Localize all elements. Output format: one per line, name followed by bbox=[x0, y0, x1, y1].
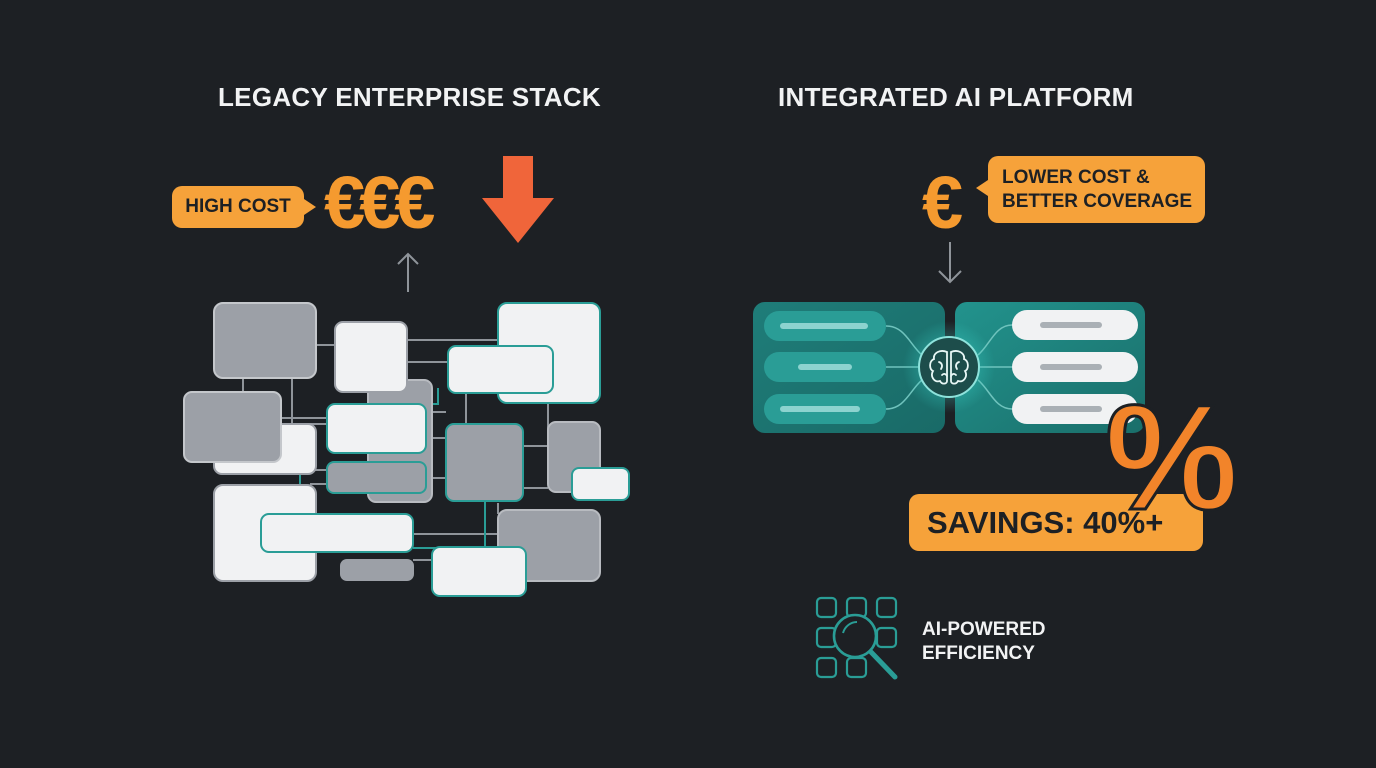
savings-badge: SAVINGS: 40%+ bbox=[909, 494, 1203, 551]
magnifier-grid-icon bbox=[815, 596, 898, 680]
legacy-system-boxes bbox=[183, 302, 630, 597]
ai-output-panel bbox=[955, 302, 1145, 433]
ai-efficiency-line-2: EFFICIENCY bbox=[922, 643, 1035, 664]
lower-cost-tag: LOWER COST & BETTER COVERAGE bbox=[976, 156, 1205, 223]
arrow-up-icon bbox=[397, 252, 419, 292]
ai-platform-title: INTEGRATED AI PLATFORM bbox=[778, 82, 1134, 112]
lower-cost-line-1: LOWER COST & bbox=[1002, 167, 1150, 188]
brain-icon bbox=[903, 321, 995, 413]
low-cost-euro-symbol: € bbox=[922, 161, 964, 244]
percent-symbol: % bbox=[1103, 373, 1239, 541]
arrow-down-icon bbox=[938, 242, 962, 284]
ai-efficiency-label: AI-POWERED EFFICIENCY bbox=[922, 618, 1046, 666]
legacy-stack-title: LEGACY ENTERPRISE STACK bbox=[218, 82, 601, 112]
ai-efficiency-line-1: AI-POWERED bbox=[922, 619, 1046, 640]
high-cost-tag: HIGH COST bbox=[172, 186, 316, 228]
ai-input-panel bbox=[753, 302, 945, 433]
lower-cost-line-2: BETTER COVERAGE bbox=[1002, 191, 1193, 212]
high-cost-euro-symbols: €€€ bbox=[324, 161, 435, 244]
arrow-down-icon bbox=[482, 156, 554, 243]
